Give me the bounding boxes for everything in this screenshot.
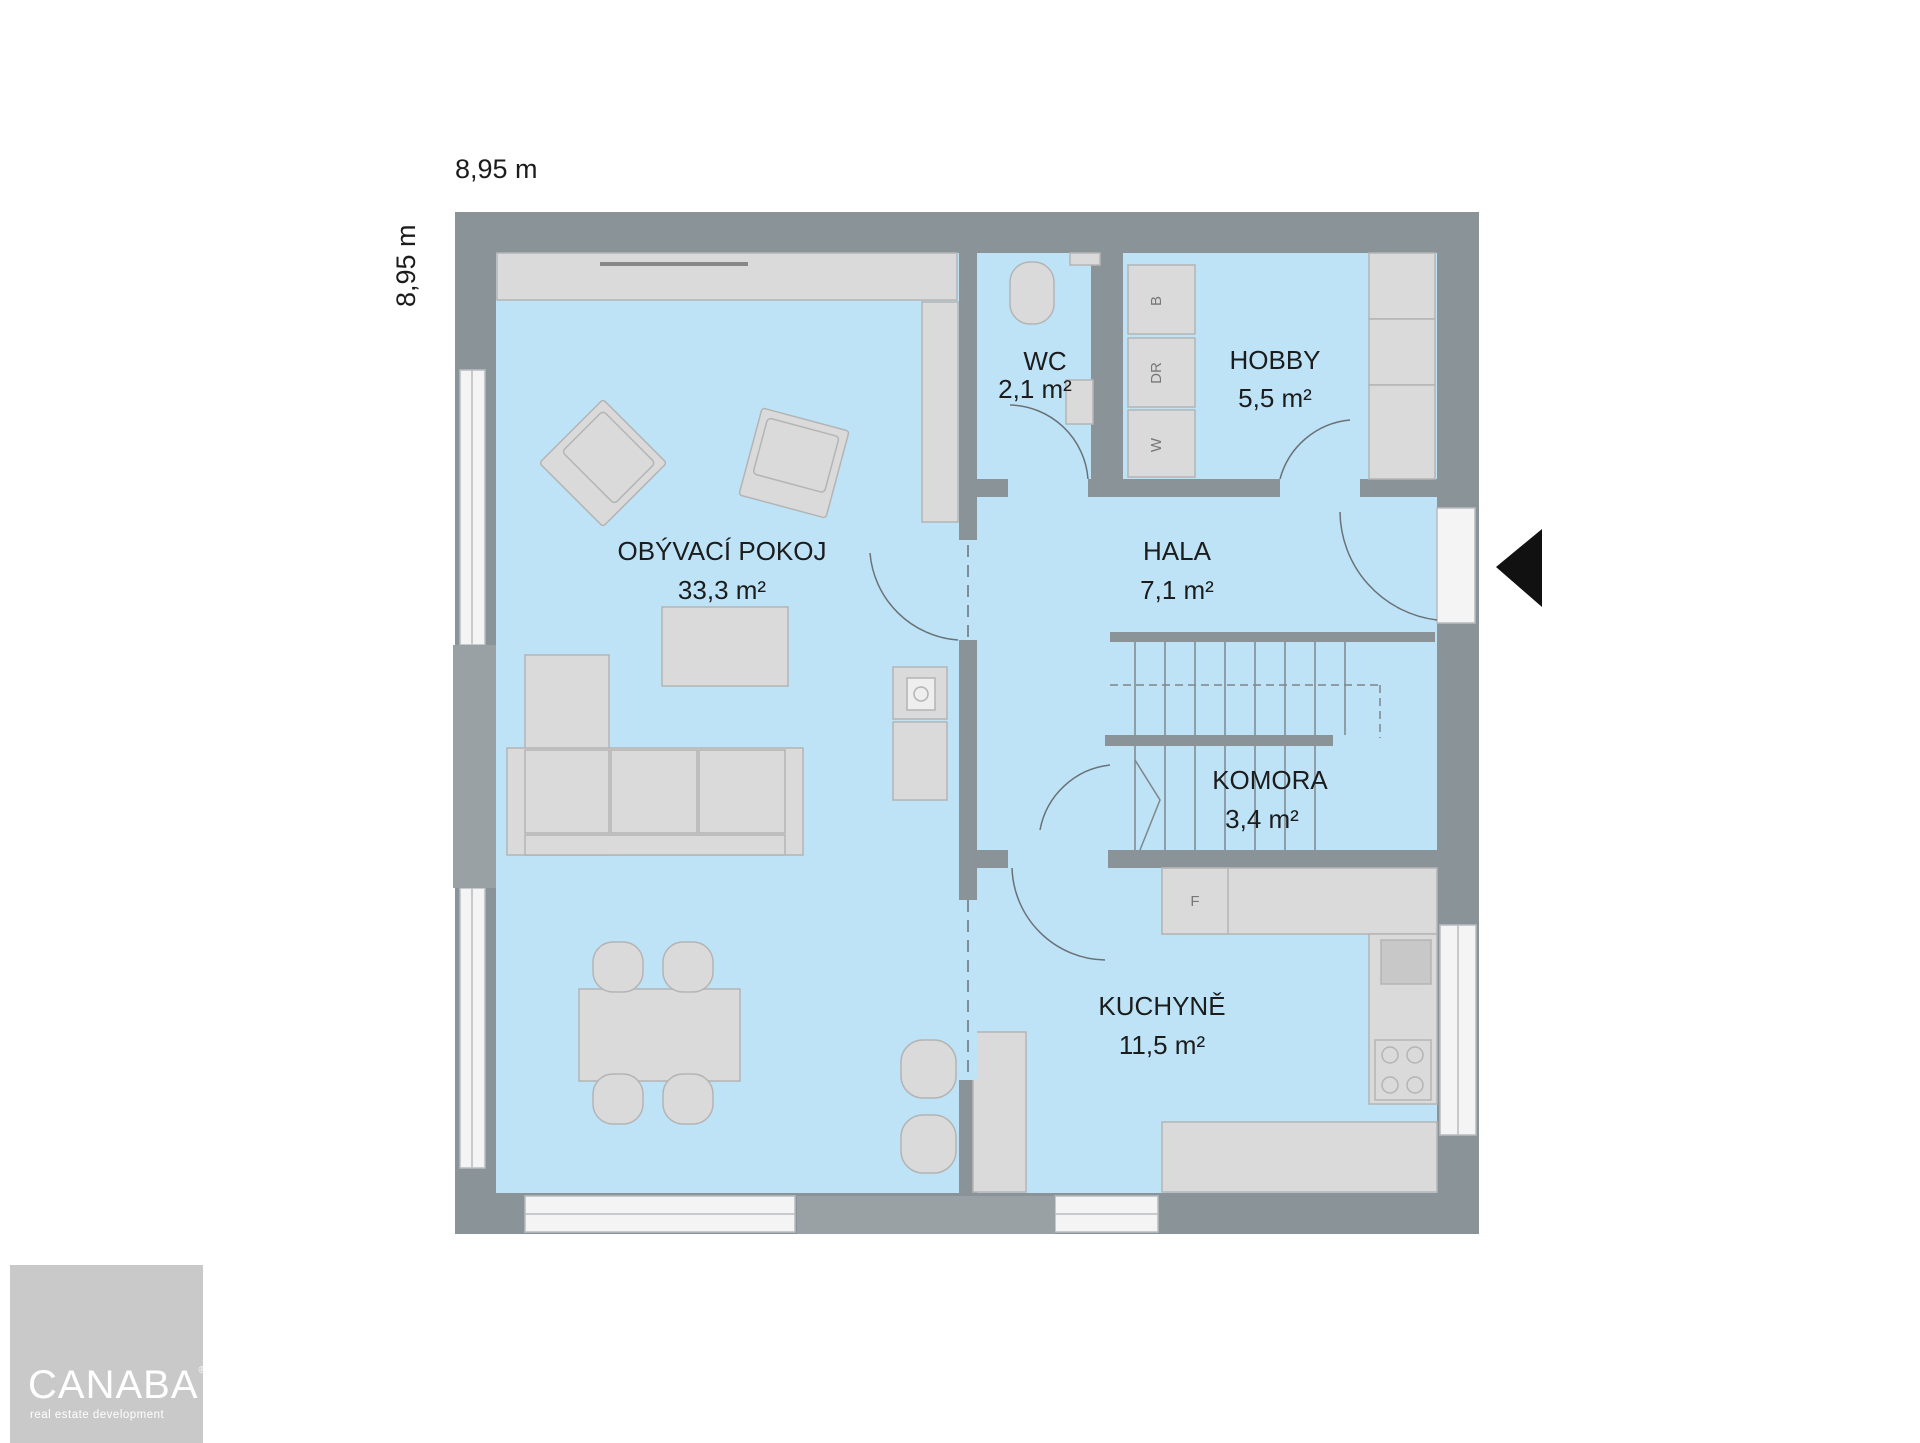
company-logo: CANABA® real estate development	[10, 1265, 206, 1443]
doors	[869, 404, 1438, 1080]
windows	[459, 369, 1477, 1233]
boiler-label: B	[1148, 296, 1165, 306]
coffee-table	[661, 606, 789, 687]
living-sink-cabinet	[892, 666, 948, 801]
bar-stools	[900, 1039, 957, 1174]
entrance-door-frame	[1436, 507, 1476, 624]
armchair-right	[738, 407, 850, 519]
hobby-name: HOBBY	[1229, 345, 1320, 375]
door-kitchen	[1011, 867, 1106, 961]
wc-fixtures	[1009, 252, 1101, 425]
hobby-storage	[1368, 252, 1436, 480]
wc-name: WC	[1023, 346, 1066, 376]
laundry-appliances	[1127, 264, 1196, 478]
door-entrance	[1339, 511, 1438, 621]
glass-panels	[453, 645, 1055, 1234]
wall-unit	[921, 301, 959, 523]
dryer-label: DR	[1148, 362, 1165, 384]
room-labels: OBÝVACÍ POKOJ 33,3 m² WC 2,1 m² HOBBY 5,…	[617, 345, 1328, 1060]
hobby-area: 5,5 m²	[1238, 383, 1312, 413]
kitchen-counter	[1161, 867, 1438, 1193]
wc-area: 2,1 m²	[998, 374, 1072, 404]
furniture	[496, 252, 1438, 1193]
storage-area: 3,4 m²	[1225, 804, 1299, 834]
hall-name: HALA	[1143, 536, 1212, 566]
door-living-hall	[869, 552, 959, 641]
armchair-left	[539, 399, 667, 527]
logo-tagline: real estate development	[30, 1409, 165, 1421]
kitchen-island	[972, 1031, 1027, 1193]
logo-registered-mark: ®	[198, 1365, 207, 1376]
dining-table	[578, 988, 741, 1082]
corner-sofa	[506, 654, 804, 856]
door-hobby	[1279, 419, 1351, 480]
kitchen-area: 11,5 m²	[1119, 1030, 1206, 1060]
hall-floor	[977, 497, 1437, 638]
entrance-arrow-icon	[1496, 529, 1542, 607]
living-room-area: 33,3 m²	[678, 575, 766, 605]
staircase	[1105, 632, 1435, 851]
width-dimension: 8,95 m	[455, 154, 538, 184]
hall-area: 7,1 m²	[1140, 575, 1214, 605]
fridge-label: F	[1190, 893, 1199, 910]
glass-panel-bottom	[797, 1196, 1055, 1234]
storage-name: KOMORA	[1212, 765, 1328, 795]
height-dimension: 8,95 m	[391, 224, 421, 307]
kitchen-name: KUCHYNĚ	[1098, 991, 1225, 1021]
dining-chairs	[592, 941, 714, 1125]
washer-label: W	[1148, 437, 1165, 452]
living-room-name: OBÝVACÍ POKOJ	[617, 536, 826, 566]
glass-panel-left	[453, 645, 496, 888]
door-storage	[1039, 764, 1111, 831]
logo-name: CANABA	[28, 1363, 199, 1407]
tv-cabinet	[496, 252, 958, 301]
door-wc	[1009, 404, 1089, 480]
